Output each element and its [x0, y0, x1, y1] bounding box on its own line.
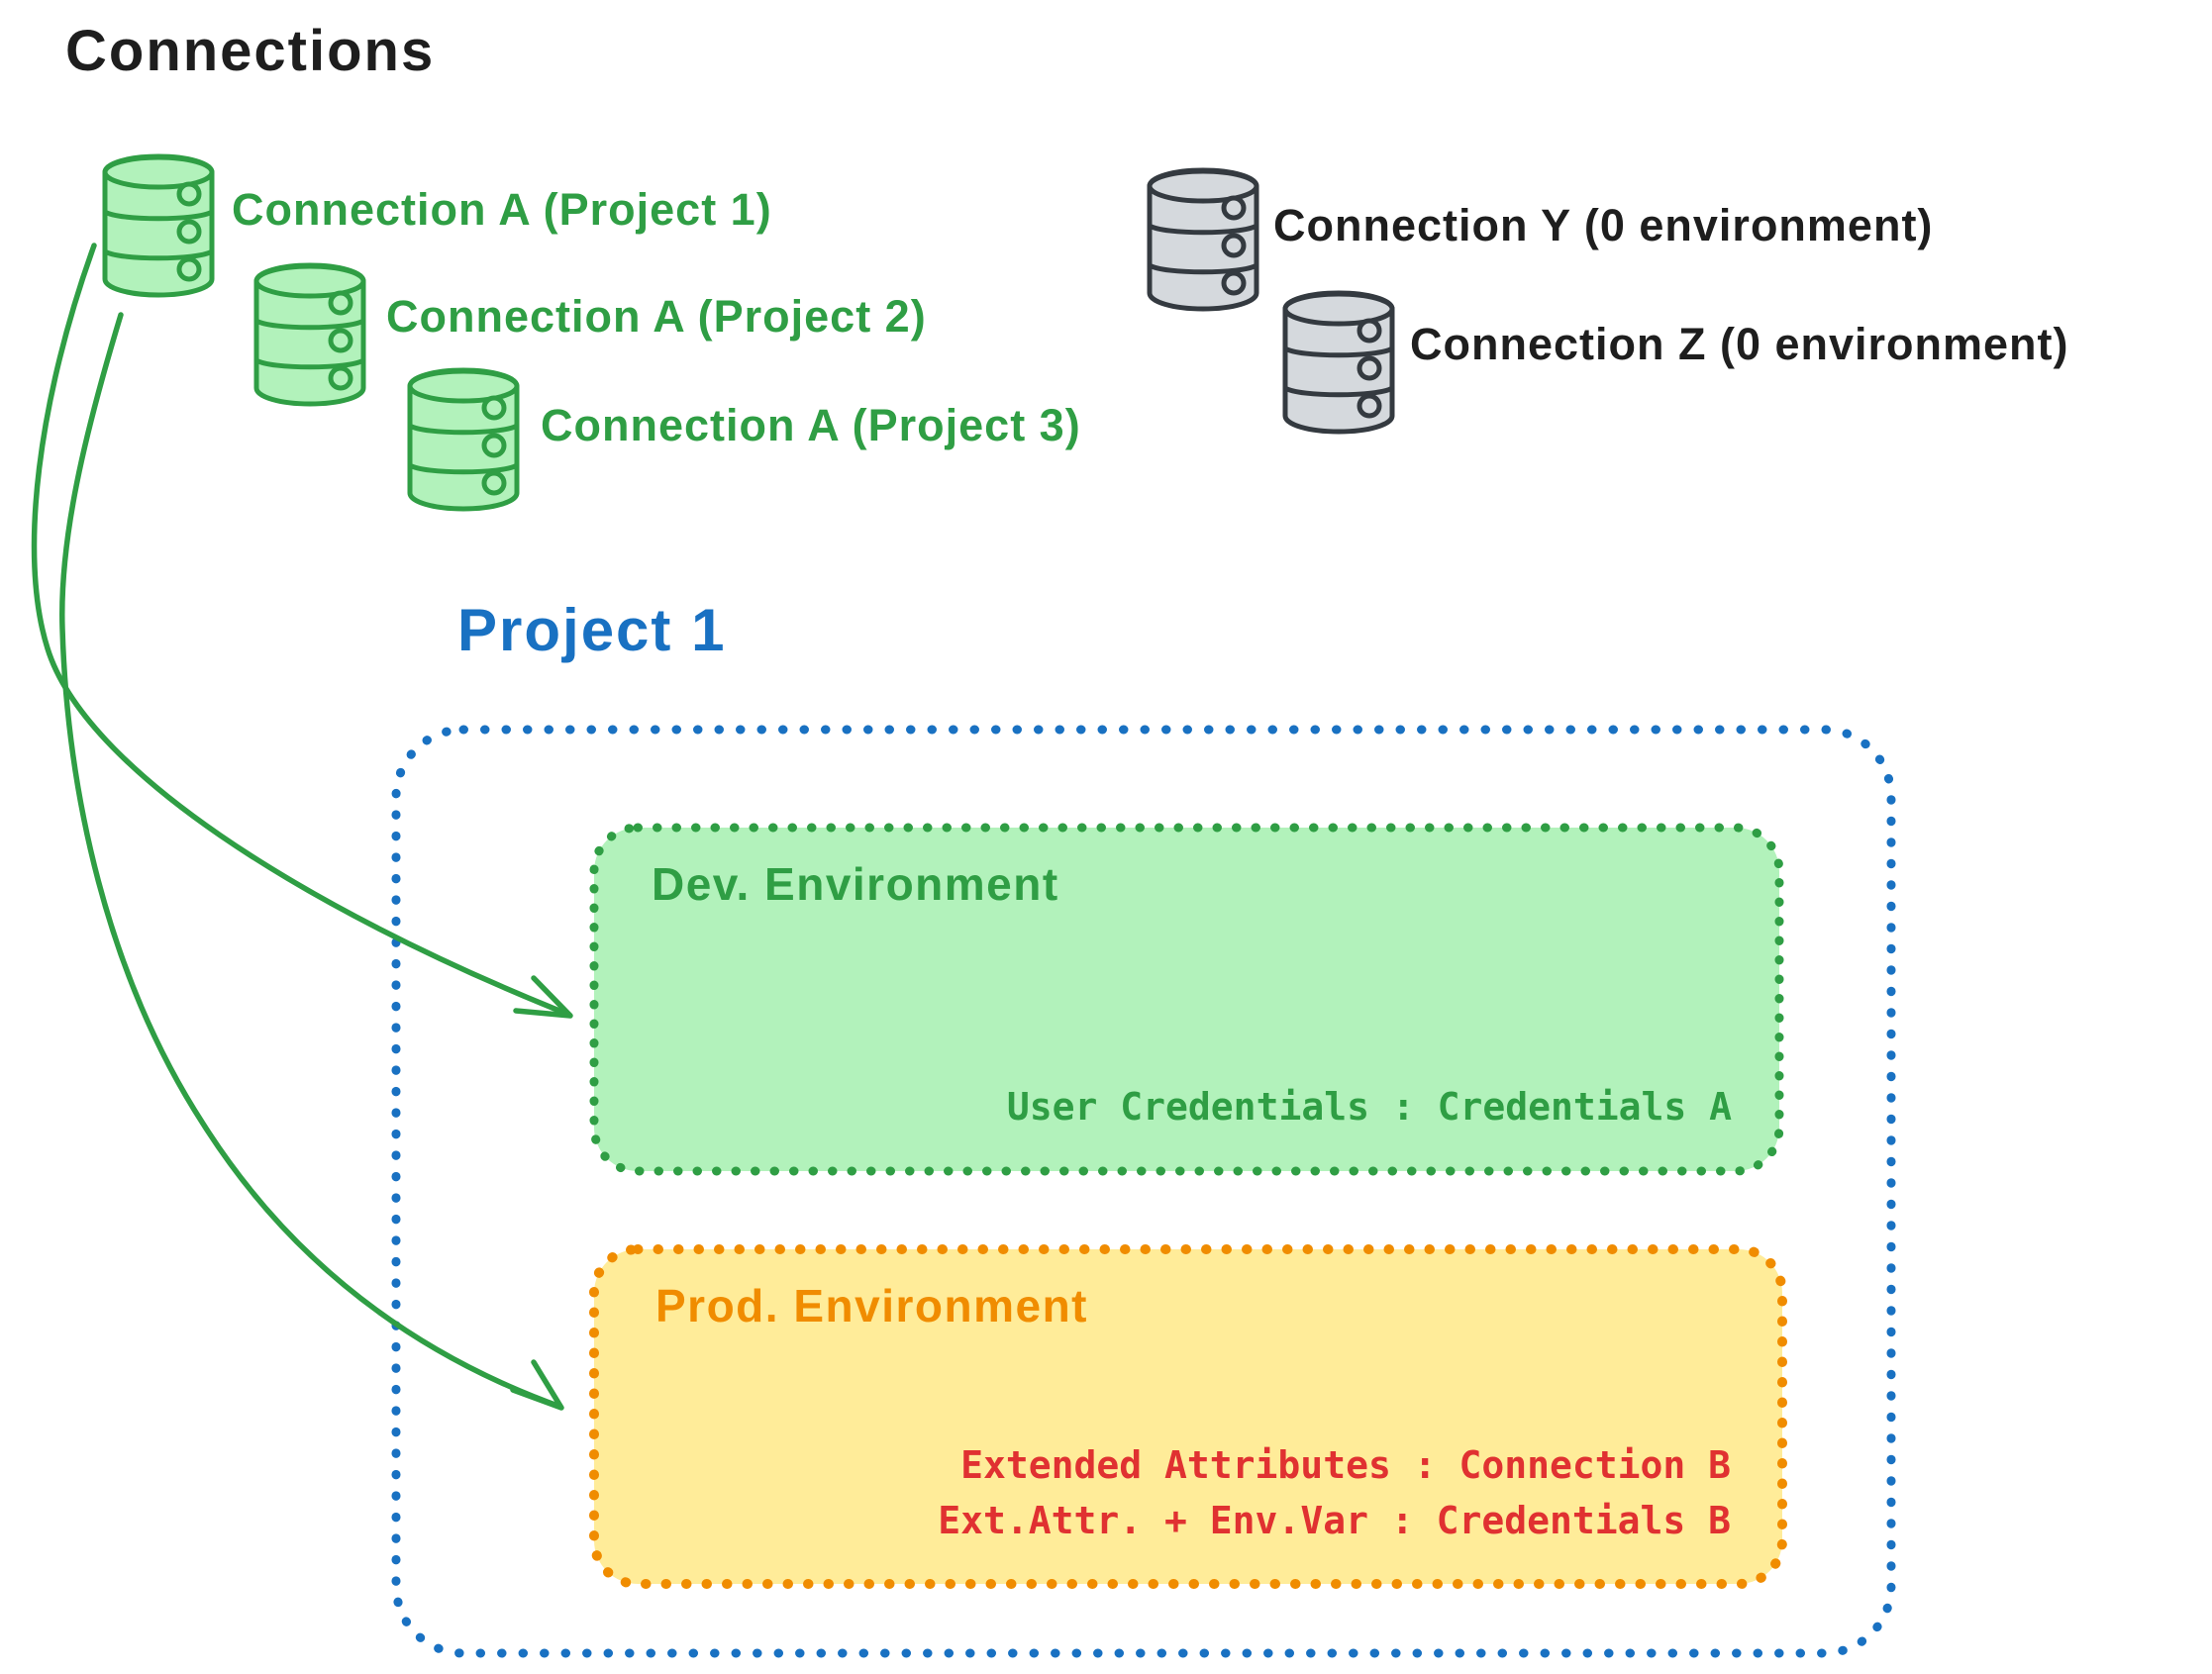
database-icon — [407, 367, 520, 512]
database-icon — [102, 153, 215, 298]
database-icon — [253, 262, 366, 407]
connection-a-project-1-label: Connection A (Project 1) — [232, 184, 772, 235]
project-1-title: Project 1 — [457, 597, 727, 663]
dev-credentials-mapping: User Credentials : Credentials A — [1006, 1085, 1732, 1129]
connection-a-project-2-label: Connection A (Project 2) — [386, 291, 927, 342]
database-icon — [1282, 290, 1395, 435]
dev-environment-title: Dev. Environment — [652, 858, 1059, 910]
dev-environment-box — [589, 823, 1784, 1176]
connection-z-label: Connection Z (0 environment) — [1410, 319, 2069, 369]
prod-mappings: Extended Attributes : Connection B Ext.A… — [594, 1437, 1782, 1548]
prod-extended-attributes-mapping: Extended Attributes : Connection B — [960, 1443, 1731, 1487]
prod-environment-box — [589, 1244, 1787, 1589]
prod-env-var-mapping: Ext.Attr. + Env.Var : Credentials B — [938, 1499, 1731, 1542]
prod-environment-title: Prod. Environment — [655, 1280, 1088, 1331]
connection-a-project-3-label: Connection A (Project 3) — [541, 400, 1081, 450]
arrow-connection-a-to-prod — [59, 312, 564, 1411]
arrow-connection-a-to-dev — [31, 243, 573, 1019]
connection-y-label: Connection Y (0 environment) — [1273, 200, 1934, 250]
project-1-boundary — [391, 725, 1896, 1658]
connections-title: Connections — [65, 19, 436, 83]
database-icon — [1147, 167, 1259, 312]
